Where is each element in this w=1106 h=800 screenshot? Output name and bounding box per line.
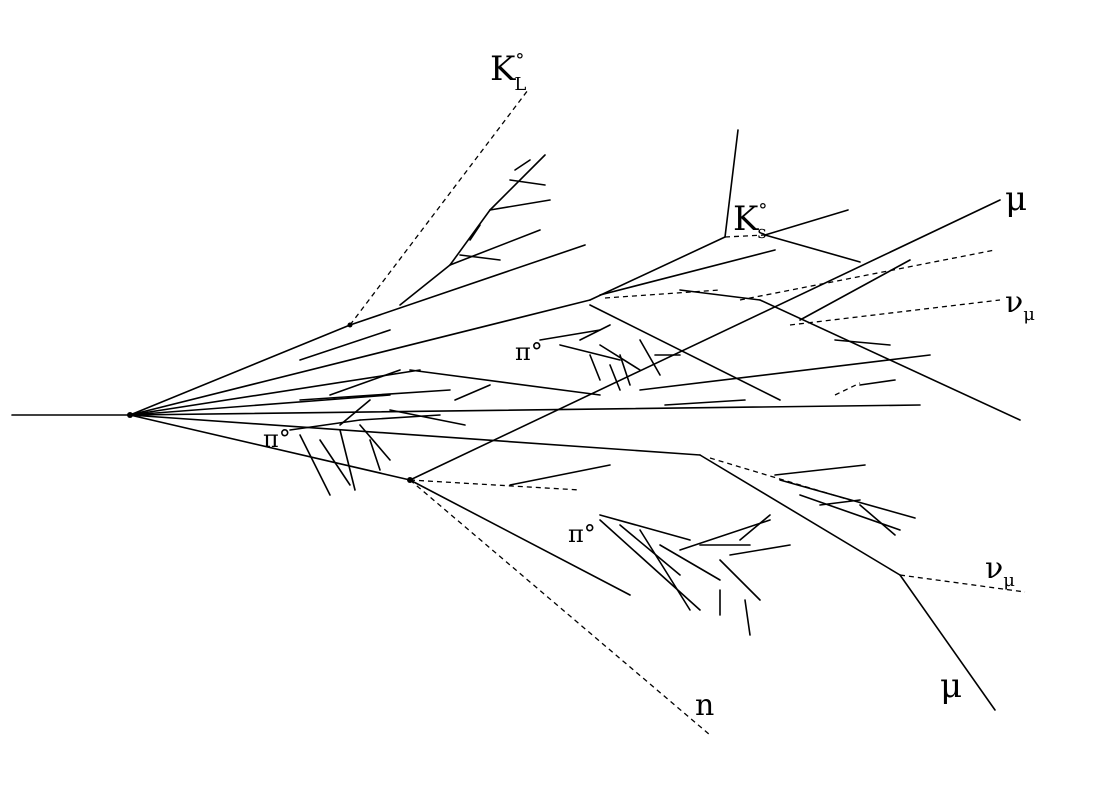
lower-vertex (407, 477, 413, 483)
lower-pi0-cascade (599, 514, 791, 636)
pi0-upper-label: π° (515, 338, 543, 366)
kl-track (349, 89, 529, 326)
lower-vertex-branches (409, 464, 711, 736)
ks-vertex (589, 129, 996, 301)
pi0-lower-label: π° (568, 520, 596, 548)
lower-muon-branch (699, 454, 1026, 711)
numu-bottom-label: νμ (985, 551, 1015, 591)
main-branches (129, 299, 921, 481)
upper-cascade (299, 154, 586, 361)
neutron-label: n (695, 688, 714, 723)
ks-label: K°s (733, 199, 767, 243)
primary-vertex (127, 412, 133, 418)
kl-label: K°L (490, 49, 526, 95)
middle-branch (299, 354, 931, 426)
pi0-left-label: π° (263, 425, 291, 453)
numu-top-label: νμ (1005, 285, 1035, 325)
kl-vertex (347, 322, 353, 328)
mu-bottom-label: μ (940, 666, 962, 706)
mu-top-label: μ (1005, 179, 1027, 219)
left-pi0-cascade (289, 399, 391, 496)
upper-pi0-cascade (539, 324, 681, 391)
